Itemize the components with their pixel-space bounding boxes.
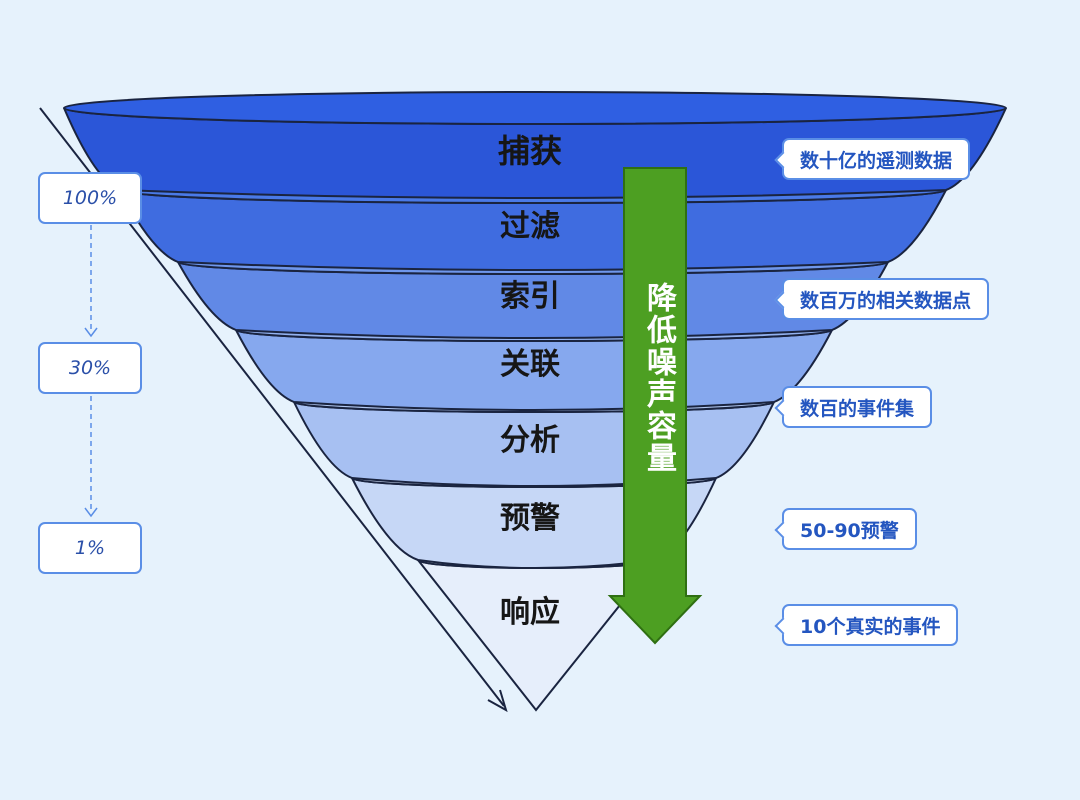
stage-label-analyze: 分析 bbox=[500, 423, 560, 458]
note-billions-telemetry: 数十亿的遥测数据 bbox=[774, 138, 971, 180]
stage-label-filter: 过滤 bbox=[500, 209, 560, 244]
funnel-stage-labels: 响应 预警 分析 关联 索引 过滤 捕获 bbox=[498, 132, 562, 630]
noise-reduction-label: 降低噪声容量 bbox=[641, 282, 676, 474]
percentage-connectors bbox=[84, 225, 98, 518]
percentage-box-100: 100% bbox=[38, 172, 142, 224]
noise-reduction-arrow bbox=[607, 167, 703, 645]
stage-label-respond: 响应 bbox=[500, 595, 560, 630]
stage-body bbox=[416, 557, 658, 712]
note-text: 10个真实的事件 bbox=[800, 615, 941, 638]
note-alerts-range: 50-90预警 bbox=[774, 508, 917, 550]
note-real-events: 10个真实的事件 bbox=[774, 604, 959, 646]
note-text: 数百的事件集 bbox=[800, 397, 915, 420]
stage-rim bbox=[63, 91, 1007, 125]
stage-label-alert: 预警 bbox=[500, 501, 560, 536]
percentage-box-1: 1% bbox=[38, 522, 142, 574]
funnel-stage-respond bbox=[416, 551, 658, 712]
note-text: 数十亿的遥测数据 bbox=[800, 149, 953, 172]
note-hundreds-event-sets: 数百的事件集 bbox=[774, 386, 933, 428]
stage-label-capture: 捕获 bbox=[498, 132, 562, 170]
stage-label-correlate: 关联 bbox=[500, 347, 560, 382]
funnel-stage-capture bbox=[63, 91, 1007, 199]
stage-label-index: 索引 bbox=[500, 279, 560, 314]
note-text: 数百万的相关数据点 bbox=[800, 289, 972, 312]
percentage-box-30: 30% bbox=[38, 342, 142, 394]
note-millions-data-points: 数百万的相关数据点 bbox=[774, 278, 990, 320]
note-text: 50-90预警 bbox=[800, 519, 899, 542]
